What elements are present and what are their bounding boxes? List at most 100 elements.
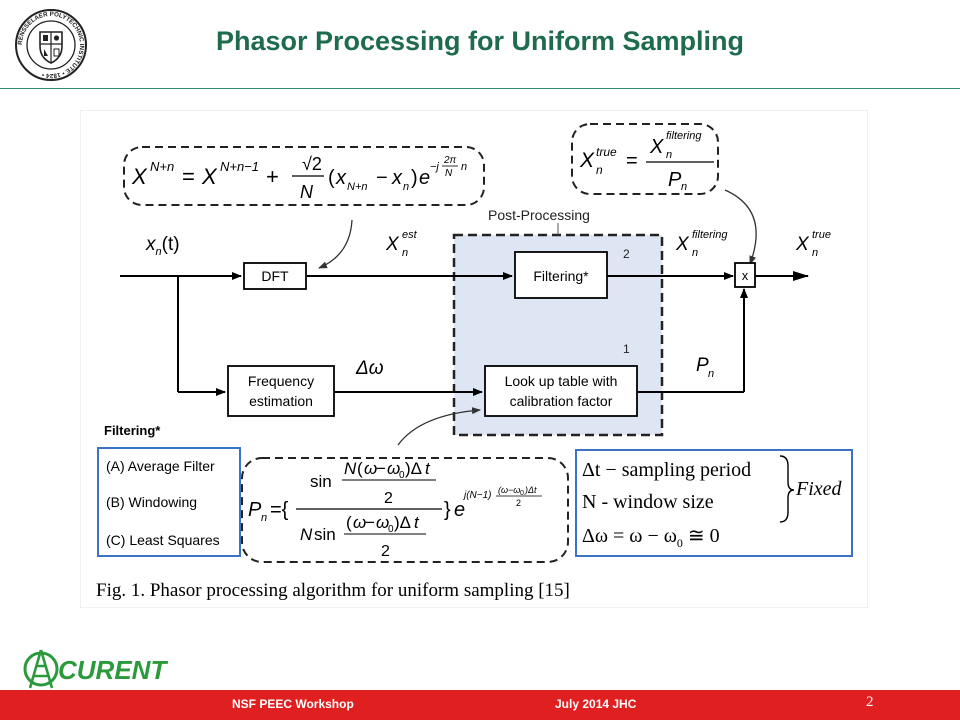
fixed-label: Fixed	[795, 478, 843, 500]
footer-date: July 2014 JHC	[555, 697, 637, 711]
svg-text:sin: sin	[310, 472, 332, 491]
svg-text:N+n: N+n	[150, 159, 174, 174]
svg-text:−: −	[376, 459, 386, 478]
svg-text:=: =	[182, 164, 195, 189]
svg-text:n: n	[666, 149, 672, 161]
svg-text:(: (	[346, 513, 352, 532]
svg-text:−: −	[365, 513, 375, 532]
svg-text:e: e	[419, 167, 430, 189]
svg-text:−j: −j	[430, 161, 439, 173]
svg-text:+: +	[266, 164, 279, 189]
parameters-box	[575, 449, 853, 557]
svg-text:t: t	[425, 459, 431, 478]
svg-text:)Δ: )Δ	[394, 513, 411, 532]
param-window-size: N - window size	[582, 491, 714, 513]
svg-text:X: X	[579, 149, 595, 172]
pn-formula-box	[241, 457, 569, 563]
svg-text:X: X	[385, 234, 400, 255]
slide-title: Phasor Processing for Uniform Sampling	[215, 26, 745, 56]
svg-text:true: true	[812, 229, 831, 241]
svg-text:sin: sin	[314, 525, 336, 544]
multiplier-block	[734, 262, 756, 288]
rensselaer-seal-logo: RENSSELAER POLYTECHNIC INSTITUTE • 1824 …	[15, 9, 87, 81]
svg-text:(ω−ω: (ω−ω	[498, 485, 520, 495]
svg-text:N: N	[445, 168, 453, 179]
pn-signal-label: P n	[696, 355, 714, 380]
svg-text:estimation: estimation	[249, 393, 313, 409]
filter-option-c: (C) Least Squares	[106, 532, 220, 548]
svg-text:x: x	[391, 167, 403, 189]
svg-text:Look up table with: Look up table with	[505, 373, 618, 389]
svg-text:n: n	[708, 368, 714, 380]
svg-text:0: 0	[399, 470, 405, 481]
svg-text:X: X	[649, 136, 664, 158]
filtering-block	[514, 251, 608, 299]
post-processing-label: Post-Processing	[488, 207, 590, 223]
svg-text:ω: ω	[364, 459, 377, 478]
svg-text:Frequency: Frequency	[248, 373, 314, 389]
svg-text:2: 2	[381, 543, 390, 560]
footer-event: NSF PEEC Workshop	[232, 697, 354, 711]
frequency-estimation-block	[227, 365, 335, 417]
svg-text:n: n	[261, 512, 267, 524]
svg-text:X: X	[201, 164, 218, 189]
svg-text:j(N−1): j(N−1)	[462, 490, 492, 501]
filtered-signal-label: X filtering n	[675, 229, 728, 259]
filter-options-heading: Filtering*	[104, 423, 161, 438]
svg-text:X: X	[795, 234, 810, 255]
title-divider	[0, 88, 960, 89]
svg-text:ω: ω	[376, 513, 389, 532]
svg-text:e: e	[454, 499, 465, 521]
svg-text:X: X	[131, 164, 148, 189]
svg-text:N+n: N+n	[347, 181, 368, 193]
true-formula-box	[571, 123, 719, 195]
svg-text:calibration factor: calibration factor	[510, 393, 613, 409]
svg-text:CURENT: CURENT	[58, 655, 168, 685]
svg-text:x: x	[335, 167, 347, 189]
filter-option-b: (B) Windowing	[106, 494, 197, 510]
svg-text:P: P	[696, 355, 709, 376]
curent-logo: CURENT	[23, 649, 168, 689]
svg-text:2: 2	[516, 498, 521, 508]
svg-text:Filtering*: Filtering*	[533, 268, 589, 284]
footer-bar: NSF PEEC Workshop July 2014 JHC 2	[0, 690, 960, 720]
svg-text:true: true	[596, 145, 617, 159]
svg-text:n: n	[812, 247, 818, 259]
param-delta-omega: Δω = ω − ω0 ≅ 0	[582, 525, 720, 550]
svg-text:): )	[411, 167, 418, 189]
svg-text:}: }	[444, 499, 451, 521]
pn-formula: P n ={ sin N ( ω − ω 0 )Δ t 2 N sin ( ω …	[248, 459, 542, 560]
page-number: 2	[866, 694, 874, 710]
svg-text:−: −	[376, 167, 388, 189]
svg-text:n: n	[681, 181, 687, 193]
svg-text:P: P	[668, 169, 682, 191]
svg-text:={: ={	[270, 499, 289, 521]
svg-text:ω: ω	[387, 459, 400, 478]
svg-text:N: N	[300, 525, 313, 544]
svg-text:DFT: DFT	[261, 268, 289, 284]
svg-text:2: 2	[384, 490, 393, 507]
svg-text:ω: ω	[353, 513, 366, 532]
svg-text:est: est	[402, 229, 418, 241]
lookup-table-block	[484, 365, 638, 417]
svg-text:n: n	[692, 247, 698, 259]
svg-text:n: n	[596, 163, 603, 177]
svg-text:t: t	[414, 513, 420, 532]
svg-text:X: X	[675, 234, 690, 255]
svg-text:2π: 2π	[443, 155, 457, 166]
svg-text:x: x	[742, 268, 749, 283]
svg-text:=: =	[626, 150, 638, 172]
svg-text:P: P	[248, 499, 262, 521]
estimate-signal-label: X est n	[385, 229, 418, 259]
svg-text:n: n	[403, 181, 409, 193]
svg-text:n: n	[402, 247, 408, 259]
svg-text:filtering: filtering	[692, 229, 728, 241]
svg-text:N: N	[344, 459, 357, 478]
phasor-processing-diagram: Post-Processing 2 1 X N+n = X N+n−1 + √2…	[80, 110, 868, 608]
figure-caption: Fig. 1. Phasor processing algorithm for …	[96, 580, 570, 601]
filter-option-a: (A) Average Filter	[106, 458, 215, 474]
marker-2: 2	[623, 247, 630, 261]
svg-text:n: n	[461, 161, 467, 173]
svg-text:0: 0	[388, 524, 394, 535]
filter-options-box	[97, 447, 241, 557]
